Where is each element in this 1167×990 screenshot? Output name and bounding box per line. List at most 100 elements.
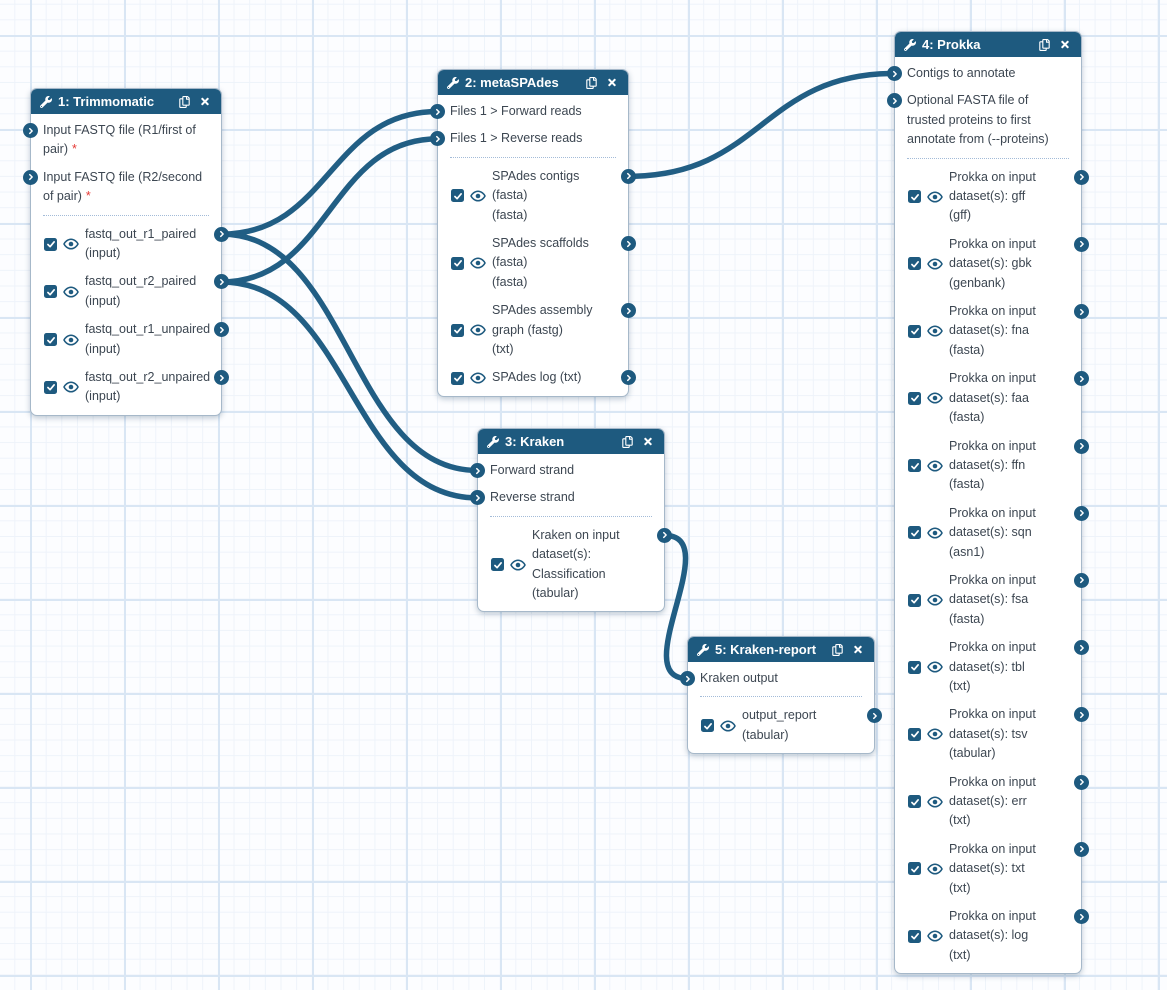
- output-connector[interactable]: [867, 708, 882, 724]
- output-checkbox[interactable]: [44, 285, 57, 299]
- eye-icon[interactable]: [63, 284, 79, 300]
- input-connector[interactable]: [470, 463, 485, 478]
- output-checkbox[interactable]: [908, 526, 921, 540]
- output-connector[interactable]: [1074, 841, 1089, 857]
- duplicate-node-icon[interactable]: [584, 76, 599, 90]
- input-connector[interactable]: [430, 131, 445, 147]
- output-connector[interactable]: [1074, 909, 1089, 925]
- eye-icon[interactable]: [510, 557, 526, 573]
- duplicate-node-icon[interactable]: [1037, 38, 1052, 52]
- workflow-node-kraken[interactable]: 3: Kraken Forward strand Reverse strand …: [470, 428, 672, 613]
- output-connector[interactable]: [214, 274, 229, 290]
- output-checkbox[interactable]: [44, 237, 57, 251]
- duplicate-node-icon[interactable]: [830, 643, 845, 657]
- eye-icon[interactable]: [927, 525, 943, 541]
- workflow-node-trimmomatic[interactable]: 1: Trimmomatic Input FASTQ file (R1/firs…: [23, 88, 229, 416]
- input-connector[interactable]: [887, 93, 902, 109]
- input-connector[interactable]: [470, 490, 485, 506]
- output-checkbox[interactable]: [451, 256, 464, 270]
- output-checkbox[interactable]: [701, 719, 714, 733]
- output-connector[interactable]: [1074, 304, 1089, 320]
- eye-icon[interactable]: [927, 794, 943, 810]
- close-node-icon[interactable]: [851, 643, 865, 656]
- workflow-node-prokka[interactable]: 4: Prokka Contigs to annotate Optional F…: [887, 31, 1089, 975]
- output-connector[interactable]: [1074, 169, 1089, 185]
- output-connector[interactable]: [214, 370, 229, 386]
- output-checkbox[interactable]: [908, 324, 921, 338]
- output-connector[interactable]: [621, 303, 636, 319]
- output-connector[interactable]: [1074, 707, 1089, 723]
- input-connector[interactable]: [23, 169, 38, 185]
- output-connector[interactable]: [214, 322, 229, 338]
- eye-icon[interactable]: [927, 323, 943, 339]
- output-connector[interactable]: [621, 370, 636, 386]
- output-checkbox[interactable]: [44, 380, 57, 394]
- close-node-icon[interactable]: [605, 76, 619, 89]
- node-header-drag-handle[interactable]: 4: Prokka: [895, 32, 1081, 57]
- output-checkbox[interactable]: [908, 391, 921, 405]
- eye-icon[interactable]: [470, 370, 486, 386]
- output-connector[interactable]: [1074, 438, 1089, 454]
- connection-trimmomatic.out.r2_paired-to-metaspades.in.reverse[interactable]: [218, 136, 441, 285]
- eye-icon[interactable]: [470, 188, 486, 204]
- eye-icon[interactable]: [63, 332, 79, 348]
- eye-icon[interactable]: [927, 659, 943, 675]
- duplicate-node-icon[interactable]: [177, 95, 192, 109]
- output-checkbox[interactable]: [908, 727, 921, 741]
- output-checkbox[interactable]: [908, 929, 921, 943]
- node-header-drag-handle[interactable]: 5: Kraken-report: [688, 637, 874, 662]
- output-connector[interactable]: [214, 226, 229, 242]
- input-connector[interactable]: [23, 123, 38, 138]
- output-checkbox[interactable]: [451, 323, 464, 337]
- eye-icon[interactable]: [927, 458, 943, 474]
- output-connector[interactable]: [657, 527, 672, 543]
- connection-kraken.out.classification-to-krakenreport.in.kraken_output[interactable]: [661, 532, 691, 682]
- output-connector[interactable]: [1074, 572, 1089, 588]
- eye-icon[interactable]: [927, 256, 943, 272]
- connection-metaspades.out.contigs-to-prokka.in.contigs[interactable]: [625, 70, 898, 180]
- output-checkbox[interactable]: [908, 593, 921, 607]
- output-connector[interactable]: [1074, 505, 1089, 521]
- node-header-drag-handle[interactable]: 2: metaSPAdes: [438, 70, 628, 95]
- output-checkbox[interactable]: [908, 795, 921, 809]
- output-connector[interactable]: [1074, 640, 1089, 656]
- output-checkbox[interactable]: [908, 862, 921, 876]
- output-checkbox[interactable]: [491, 558, 504, 572]
- close-node-icon[interactable]: [641, 435, 655, 448]
- eye-icon[interactable]: [720, 718, 736, 734]
- eye-icon[interactable]: [63, 236, 79, 252]
- eye-icon[interactable]: [470, 322, 486, 338]
- node-header-drag-handle[interactable]: 1: Trimmomatic: [31, 89, 221, 114]
- output-checkbox[interactable]: [908, 660, 921, 674]
- eye-icon[interactable]: [927, 726, 943, 742]
- close-node-icon[interactable]: [198, 95, 212, 108]
- workflow-node-metaspades[interactable]: 2: metaSPAdes Files 1 > Forward reads Fi…: [430, 69, 636, 397]
- output-connector[interactable]: [1074, 236, 1089, 252]
- output-checkbox[interactable]: [451, 189, 464, 203]
- output-checkbox[interactable]: [44, 333, 57, 347]
- eye-icon[interactable]: [63, 379, 79, 395]
- workflow-node-kraken-report[interactable]: 5: Kraken-report Kraken output output_re…: [680, 636, 882, 755]
- eye-icon[interactable]: [927, 861, 943, 877]
- eye-icon[interactable]: [927, 592, 943, 608]
- output-connector[interactable]: [1074, 774, 1089, 790]
- input-connector[interactable]: [887, 66, 902, 81]
- duplicate-node-icon[interactable]: [620, 435, 635, 449]
- eye-icon[interactable]: [927, 928, 943, 944]
- output-connector[interactable]: [1074, 371, 1089, 387]
- input-connector[interactable]: [430, 104, 445, 119]
- output-checkbox[interactable]: [908, 190, 921, 204]
- output-checkbox[interactable]: [908, 459, 921, 473]
- node-header-drag-handle[interactable]: 3: Kraken: [478, 429, 664, 454]
- connection-trimmomatic.out.r1_paired-to-metaspades.in.forward[interactable]: [218, 108, 441, 237]
- output-checkbox[interactable]: [451, 371, 464, 385]
- output-connector[interactable]: [621, 236, 636, 252]
- eye-icon[interactable]: [927, 189, 943, 205]
- output-checkbox[interactable]: [908, 257, 921, 271]
- output-connector[interactable]: [621, 168, 636, 184]
- close-node-icon[interactable]: [1058, 38, 1072, 51]
- eye-icon[interactable]: [470, 255, 486, 271]
- eye-icon[interactable]: [927, 390, 943, 406]
- input-connector[interactable]: [680, 671, 695, 686]
